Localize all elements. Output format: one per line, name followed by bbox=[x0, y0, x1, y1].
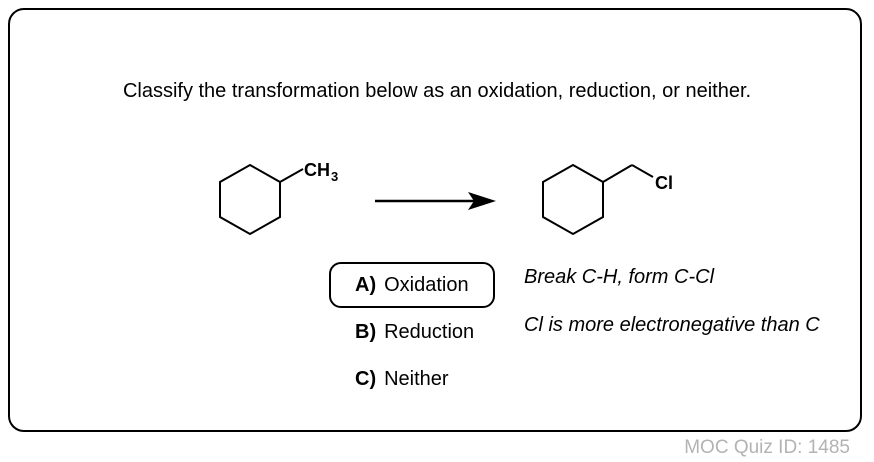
explanation-bond-change: Break C-H, form C-Cl bbox=[524, 266, 715, 288]
quiz-card bbox=[8, 8, 862, 432]
option-b-letter: B) bbox=[355, 321, 377, 343]
option-c[interactable]: C) Neither bbox=[355, 368, 449, 391]
reactant-subscript: 3 bbox=[331, 169, 338, 184]
product-cyclohexane-ring bbox=[542, 163, 604, 236]
product-ch2-bond bbox=[602, 164, 633, 183]
reactant-molecule bbox=[219, 163, 304, 236]
option-a-letter: A) bbox=[355, 274, 377, 296]
reactant-cyclohexane-ring bbox=[219, 163, 281, 236]
selected-answer-highlight bbox=[329, 262, 495, 308]
option-a-text: Oxidation bbox=[384, 274, 469, 296]
explanation-electronegativity: Cl is more electronegative than C bbox=[524, 314, 820, 336]
product-ccl-bond bbox=[631, 164, 654, 178]
option-c-letter: C) bbox=[355, 368, 377, 390]
option-c-text: Neither bbox=[384, 368, 449, 390]
option-b[interactable]: B) Reduction bbox=[355, 321, 474, 344]
reactant-ch-label: CH bbox=[304, 160, 330, 180]
quiz-id-label: MOC Quiz ID: 1485 bbox=[684, 437, 850, 458]
question-text: Classify the transformation below as an … bbox=[122, 80, 752, 102]
product-molecule bbox=[542, 163, 654, 236]
option-a[interactable]: A) Oxidation bbox=[355, 274, 469, 297]
reaction-arrow bbox=[375, 192, 496, 210]
reactant-methyl-bond bbox=[279, 168, 304, 183]
option-b-text: Reduction bbox=[384, 321, 475, 343]
product-cl-label: Cl bbox=[655, 173, 673, 193]
